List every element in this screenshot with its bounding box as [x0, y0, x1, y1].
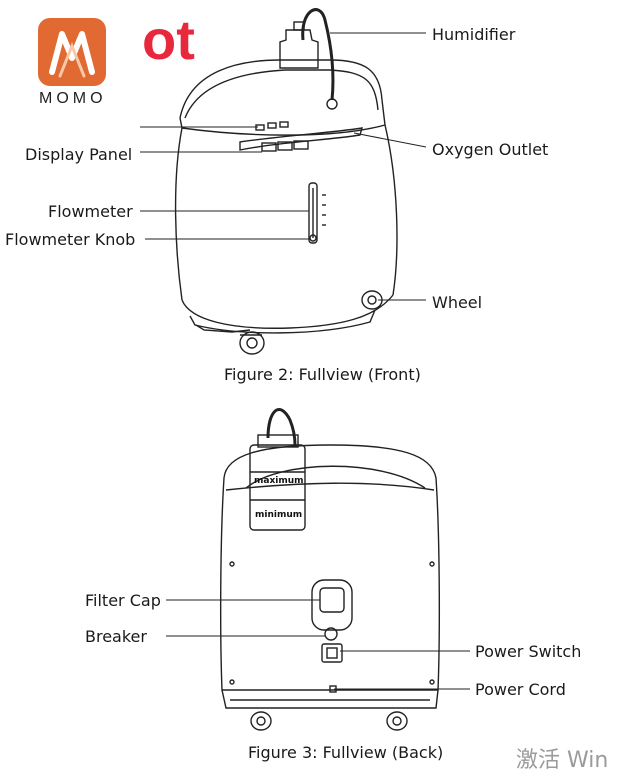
- caption-back: Figure 3: Fullview (Back): [248, 743, 444, 762]
- logo-brand-text: MOMO: [39, 90, 107, 107]
- bottle-max-mark: maximum: [254, 476, 304, 486]
- momo-logo-icon: [38, 18, 106, 86]
- brand-partial-text: ot: [142, 8, 195, 71]
- label-filter-cap: Filter Cap: [85, 591, 161, 610]
- bottle-min-mark: minimum: [255, 510, 303, 520]
- label-flowmeter: Flowmeter: [48, 202, 133, 221]
- label-power-cord: Power Cord: [475, 680, 566, 699]
- label-power-switch: Power Switch: [475, 642, 582, 661]
- caption-front: Figure 2: Fullview (Front): [224, 365, 421, 384]
- label-flowmeter-knob: Flowmeter Knob: [5, 230, 136, 249]
- label-breaker: Breaker: [85, 627, 147, 646]
- label-humidifier: Humidifier: [432, 25, 516, 44]
- label-oxygen-outlet: Oxygen Outlet: [432, 140, 549, 159]
- activation-watermark: 激活 Win: [516, 748, 609, 773]
- label-wheel: Wheel: [432, 293, 483, 312]
- label-display-panel: Display Panel: [25, 145, 133, 164]
